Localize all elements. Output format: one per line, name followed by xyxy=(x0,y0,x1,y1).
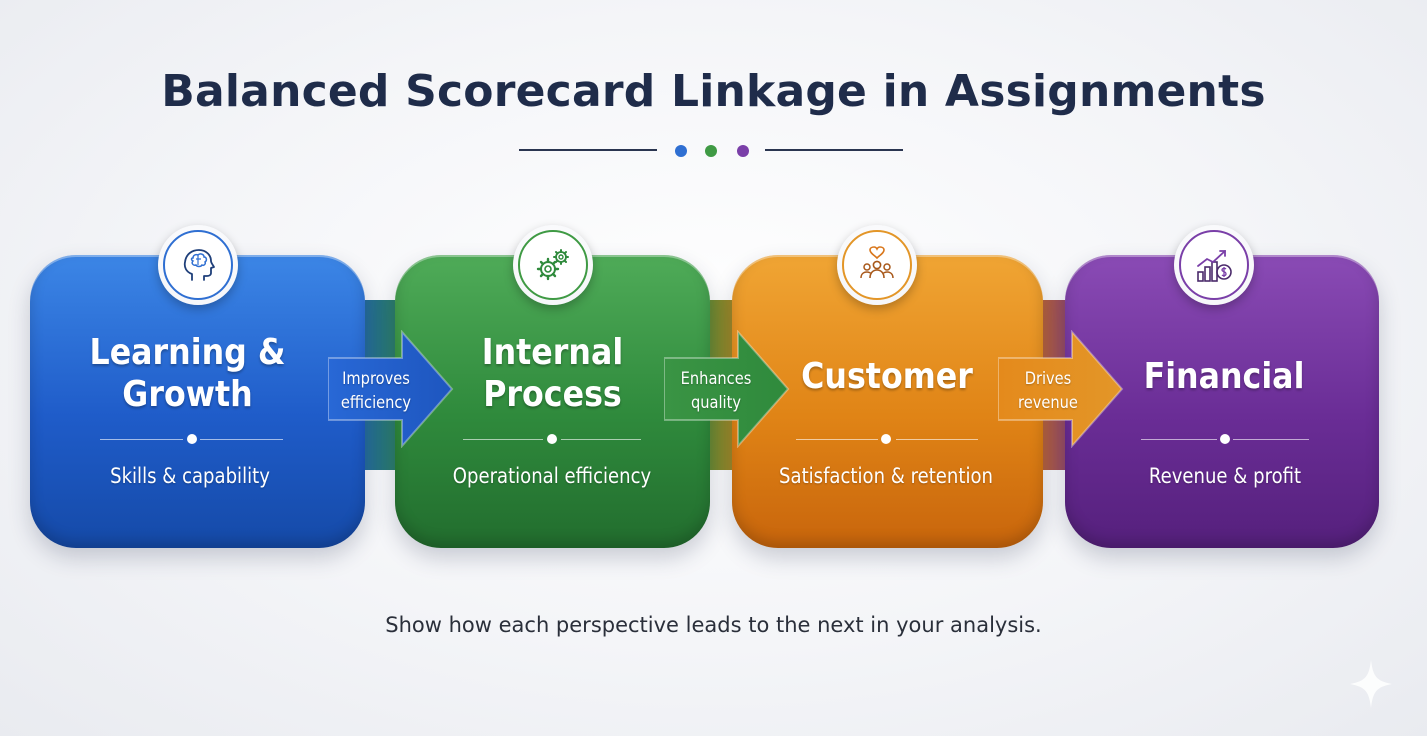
gears-icon xyxy=(536,249,569,281)
divider-dot-purple xyxy=(737,145,749,157)
card-separator-2 xyxy=(463,434,641,444)
badge-financial xyxy=(1174,225,1254,305)
card-title-customer: Customer xyxy=(755,356,1019,398)
link-label-2-line2: quality xyxy=(690,393,742,413)
link-label-1: Improves efficiency xyxy=(328,367,424,415)
divider-dot-green xyxy=(705,145,717,157)
title-divider xyxy=(519,140,903,160)
link-label-2-line1: Enhances xyxy=(680,369,752,389)
footer-caption: Show how each perspective leads to the n… xyxy=(385,613,1042,637)
divider-dot-blue xyxy=(675,145,687,157)
arrow-3 xyxy=(998,330,1126,448)
card-subtitle-internal-process: Operational efficiency xyxy=(452,464,652,488)
link-label-3-line1: Drives xyxy=(1024,369,1072,389)
card-subtitle-learning-growth: Skills & capability xyxy=(110,464,270,488)
card-subtitle-financial: Revenue & profit xyxy=(1148,464,1302,488)
card-subtitle-customer: Satisfaction & retention xyxy=(779,464,993,488)
customers-heart-icon xyxy=(860,246,894,279)
arrow-2 xyxy=(664,330,792,448)
card-title-internal-process: Internal Process xyxy=(423,332,683,416)
card-separator-1 xyxy=(100,434,283,444)
card-separator-4 xyxy=(1141,434,1309,444)
card-title-financial: Financial xyxy=(1093,356,1355,398)
arrow-1 xyxy=(328,330,456,448)
card-title-internal-process-line1: Internal xyxy=(481,332,624,373)
growth-chart-icon xyxy=(1197,250,1232,282)
page-title: Balanced Scorecard Linkage in Assignment… xyxy=(161,66,1266,117)
badge-customer xyxy=(837,225,917,305)
link-label-1-line1: Improves xyxy=(342,369,410,389)
link-label-2: Enhances quality xyxy=(668,367,764,415)
card-title-customer-line1: Customer xyxy=(801,356,973,397)
link-label-3-line2: revenue xyxy=(1018,393,1078,413)
divider-line-left xyxy=(519,149,657,151)
badge-learning-growth xyxy=(158,225,238,305)
link-label-3: Drives revenue xyxy=(1000,367,1096,415)
card-separator-3 xyxy=(796,434,978,444)
link-label-1-line2: efficiency xyxy=(340,393,412,413)
brain-head-icon xyxy=(183,249,215,281)
card-customer xyxy=(732,255,1043,548)
badge-internal-process xyxy=(513,225,593,305)
card-title-internal-process-line2: Process xyxy=(483,374,622,415)
card-title-learning-growth-line2: Growth xyxy=(122,374,253,415)
card-title-financial-line1: Financial xyxy=(1143,356,1305,397)
sparkle-icon xyxy=(1350,660,1392,708)
card-title-learning-growth-line1: Learning & xyxy=(89,332,286,373)
card-title-learning-growth: Learning & Growth xyxy=(58,332,318,416)
divider-line-right xyxy=(765,149,903,151)
